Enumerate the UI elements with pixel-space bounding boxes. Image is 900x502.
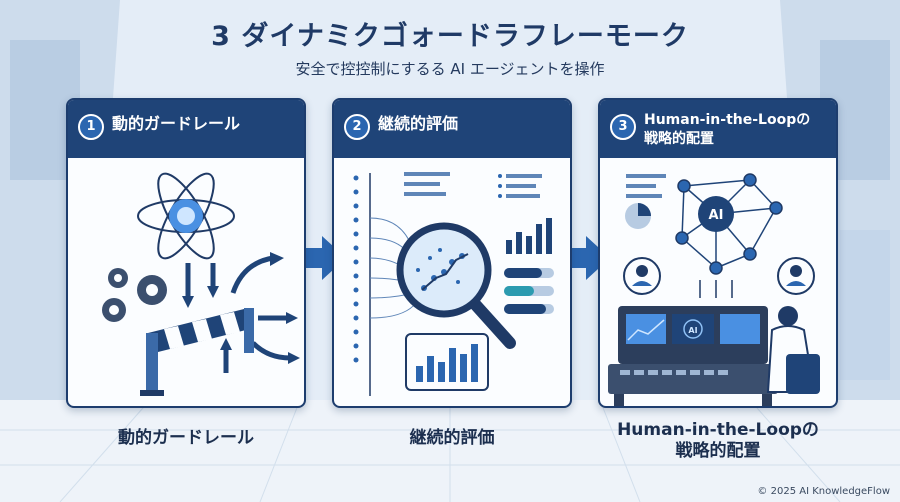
progress-bars (504, 268, 554, 314)
page-title: 3 ダイナミクゴォードラフレーモーク (211, 21, 689, 52)
copyright-notice: © 2025 AI KnowledgeFlow (757, 486, 890, 497)
panel-header: 2 継続的評価 (334, 100, 570, 158)
guardrail-illustration (102, 172, 300, 396)
step-number-badge: 2 (344, 114, 370, 140)
data-stream-dots (353, 175, 359, 363)
human-in-loop-illustration: AI AI (608, 173, 820, 406)
panel-human-in-the-loop: 3 Human-in-the-Loopの 戦略的配置 AI (598, 98, 838, 408)
panel-header: 1 動的ガードレール (68, 100, 304, 158)
step-number-badge: 1 (78, 114, 104, 140)
text-lines-icon (404, 172, 450, 196)
panel-title: Human-in-the-Loopの 戦略的配置 (644, 112, 811, 147)
pie-chart-icon (625, 203, 651, 229)
step-number-badge: 3 (610, 114, 636, 140)
caption-dynamic-guardrails: 動的ガードレール (118, 428, 254, 448)
avatar-icon (623, 257, 661, 295)
page-subtitle: 安全で控控制にするる AI エージェントを操作 (295, 60, 605, 78)
panel-title: 動的ガードレール (112, 114, 241, 133)
barrier-icon (140, 308, 254, 396)
control-console-icon: AI (608, 306, 778, 406)
evaluation-illustration (353, 172, 554, 396)
ai-label: AI (709, 208, 724, 223)
operator-person-icon (766, 306, 820, 394)
text-lines-icon (626, 174, 666, 198)
bar-chart-icon (506, 218, 552, 254)
screen-ai-label: AI (688, 326, 697, 335)
avatar-icon (777, 257, 815, 295)
panel-continuous-evaluation: 2 継続的評価 (332, 98, 572, 408)
caption-continuous-evaluation: 継続的評価 (409, 428, 495, 448)
panel-dynamic-guardrails: 1 動的ガードレール (66, 98, 306, 408)
caption-human-in-the-loop: Human-in-the-Loopの 戦略的配置 (617, 420, 819, 461)
panel-title: 継続的評価 (378, 114, 459, 133)
chart-card-icon (405, 333, 489, 391)
arrow-right-icon (560, 236, 610, 280)
panel-header: 3 Human-in-the-Loopの 戦略的配置 (600, 100, 836, 158)
atom-icon (137, 172, 235, 260)
magnifier-icon (396, 222, 516, 349)
list-icon (498, 174, 542, 198)
gear-icon (102, 268, 167, 322)
